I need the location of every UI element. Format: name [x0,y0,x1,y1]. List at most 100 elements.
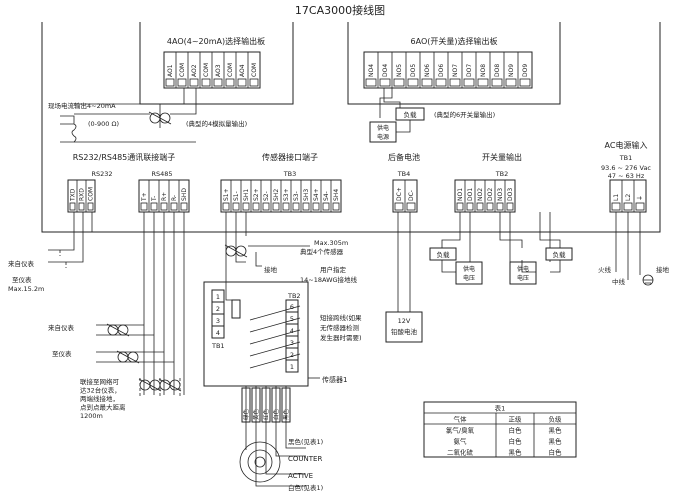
ao-terminal-com: COM [179,63,186,77]
tb2-screw [476,202,484,211]
do-terminal-no4: NO4 [368,64,375,77]
switch-load-3-label: 负载 [553,250,567,259]
tb3-screw [302,202,310,211]
tb3-screw [292,202,300,211]
tb3-terminal-s2: S2+ [253,188,260,201]
main-enclosure [41,22,661,233]
do-terminal-do9: DO9 [522,64,529,77]
rs485-screw [160,202,168,211]
tb3-terminal-sh4: SH4 [333,189,340,201]
tb3-terminal-sh2: SH2 [273,189,280,201]
do-screw [435,78,447,87]
table-cell-1-1: 氯气/臭氧 [446,426,475,435]
rs485-terminal-shd: SHD [181,188,188,201]
sensor-tb2-pin-1: 1 [290,363,294,371]
table-header-2: 正级 [509,415,523,424]
ao-screw [201,78,211,87]
do-terminal-no5: NO5 [396,64,403,77]
section-ac-title: AC电源输入 [605,140,648,150]
do-terminal-do5: DO5 [410,64,417,77]
ao-screw [225,78,235,87]
sensor-tb1-pin-1: 1 [216,293,220,301]
section-rs-title: RS232/RS485通讯联接端子 [73,152,176,162]
tb2-terminal-no1: NO1 [457,188,464,201]
do-terminal-no6: NO6 [424,64,431,77]
ao-terminal-com: COM [227,63,234,77]
sensor-tb1-pin-4: 4 [216,329,220,337]
tb4-terminal-dc: DC+ [396,187,403,201]
neutral-label: 中线 [612,277,626,286]
board-4ao-frame [139,22,294,105]
tb1-screw [635,202,645,211]
rs232-terminal-txd: TXD [70,188,77,202]
do-screw [379,78,391,87]
battery-type: 铅酸电池 [391,327,418,336]
rs232-terminal-com: COM [88,187,95,201]
tb3-screw [222,202,230,211]
sensor1-label: 传感器1 [322,375,347,384]
sensor-tb2-pin-4: 4 [290,327,294,335]
tb2-terminal-no2: NO2 [477,188,484,201]
ao-terminal-com: COM [203,63,210,77]
max-152-label: Max.15.2m [8,285,44,293]
tb3-screw [252,202,260,211]
switch-supply-2-l2: 电压 [517,274,529,282]
typical-4ao-label: (典型的4模拟量输出) [186,119,247,128]
sensor-tb2-pin-2: 2 [290,351,294,359]
load-label: 负载 [404,110,418,119]
fire-label: 火线 [598,265,612,274]
from-meter-label-1: 来自仪表 [8,259,35,268]
switch-supply-2 [509,261,537,285]
table-cell-3-2: 黑色 [509,448,523,457]
rs485-label: RS485 [151,170,172,178]
rs232-screw [78,202,85,211]
tb2-screw [506,202,514,211]
do-terminal-do6: DO6 [438,64,445,77]
rs232-terminal-rxd: RXD [79,188,86,201]
rs485-screw [140,202,148,211]
tb1-screw [623,202,633,211]
tb4-terminal-dc: DC- [408,190,415,201]
sensor-element [239,441,281,483]
network-note-line-1: 联接至网络可 [80,377,120,386]
do-terminal-no7: NO7 [452,64,459,77]
sensor-tb2-pin-5: 5 [290,315,294,323]
tb3-terminal-s4: S4- [323,191,330,201]
switch-supply-1 [455,261,483,285]
sensor-tb2-pin-3: 3 [290,339,294,347]
tb3-screw [242,202,250,211]
tb3-screw [272,202,280,211]
rs485-terminal-r: R+ [161,192,168,201]
ao-screw [249,78,259,87]
do-screw [449,78,461,87]
tb1-spec-1: 93.6 ~ 276 Vac [601,164,651,172]
rs485-screw [170,202,178,211]
tb1-terminal-l2: L2 [625,194,632,201]
sensor-tb2-label: TB2 [287,292,301,300]
table-title: 表1 [495,404,506,413]
do-terminal-do4: DO4 [382,64,389,77]
tb4-screw [406,202,416,211]
tb3-screw [232,202,240,211]
tb2-screw [456,202,464,211]
tb3-label: TB3 [283,170,297,178]
from-meter-label-2: 来自仪表 [48,323,75,332]
jumper-note-line-1: 短接跨线(如果 [320,313,362,322]
switch-load-1 [429,247,457,261]
table-cell-3-3: 白色 [549,448,563,457]
board-6do-title: 6AO(开关量)选择输出板 [411,36,498,46]
do-screw [491,78,503,87]
ao-terminal-ao1: AO1 [167,64,174,77]
ao-screw [213,78,223,87]
sensor-tb1-label: TB1 [211,342,225,350]
tb1-label: TB1 [619,154,633,162]
ground-label: 接地 [264,265,278,274]
switch-supply-2-l1: 供电 [517,265,529,273]
tb1-terminal-: ⏚ [637,195,644,201]
gas-color-table: 表1气体正级负级氯气/臭氧白色黑色氨气白色黑色二氧化硫黑色白色 [423,401,577,458]
